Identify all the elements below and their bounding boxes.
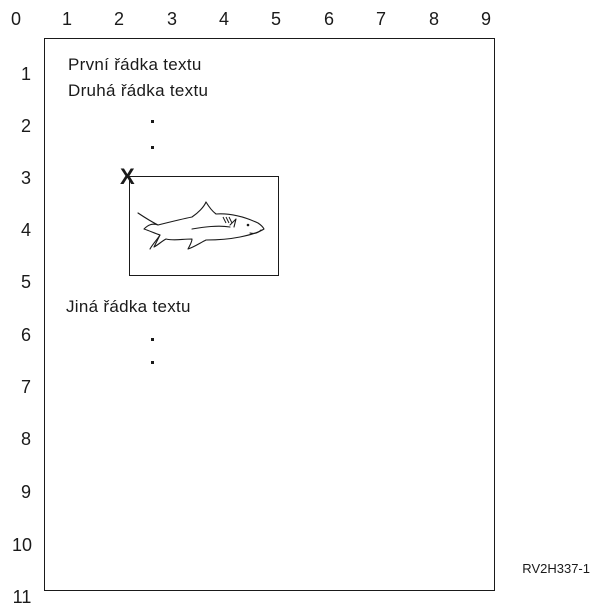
text-line-2: Druhá řádka textu bbox=[68, 81, 209, 100]
page-frame bbox=[44, 38, 495, 591]
ruler-x-7: 7 bbox=[375, 9, 387, 29]
ruler-y-3: 3 bbox=[20, 168, 32, 188]
ruler-y-5: 5 bbox=[20, 272, 32, 292]
ellipsis-dot bbox=[151, 361, 154, 364]
ellipsis-dot bbox=[151, 120, 154, 123]
text-line-3: Jiná řádka textu bbox=[66, 297, 191, 316]
image-frame bbox=[129, 176, 279, 276]
ruler-y-8: 8 bbox=[20, 429, 32, 449]
ruler-x-6: 6 bbox=[323, 9, 335, 29]
ruler-x-1: 1 bbox=[61, 9, 73, 29]
text-line-1: První řádka textu bbox=[68, 55, 202, 74]
figure-id: RV2H337-1 bbox=[522, 561, 590, 576]
ruler-y-2: 2 bbox=[20, 116, 32, 136]
ruler-x-0: 0 bbox=[10, 9, 22, 29]
shark-icon bbox=[137, 201, 265, 250]
ruler-x-2: 2 bbox=[113, 9, 125, 29]
ruler-x-8: 8 bbox=[428, 9, 440, 29]
ruler-y-1: 1 bbox=[20, 64, 32, 84]
position-marker: X bbox=[120, 164, 135, 189]
ruler-x-9: 9 bbox=[480, 9, 492, 29]
ellipsis-dot bbox=[151, 338, 154, 341]
ruler-y-4: 4 bbox=[20, 220, 32, 240]
ruler-x-3: 3 bbox=[166, 9, 178, 29]
ruler-y-7: 7 bbox=[20, 377, 32, 397]
ruler-x-4: 4 bbox=[218, 9, 230, 29]
ruler-y-9: 9 bbox=[20, 482, 32, 502]
ruler-y-6: 6 bbox=[20, 325, 32, 345]
ruler-x-5: 5 bbox=[270, 9, 282, 29]
ruler-y-10: 10 bbox=[11, 535, 33, 555]
ellipsis-dot bbox=[151, 146, 154, 149]
ruler-y-11: 11 bbox=[12, 587, 32, 607]
